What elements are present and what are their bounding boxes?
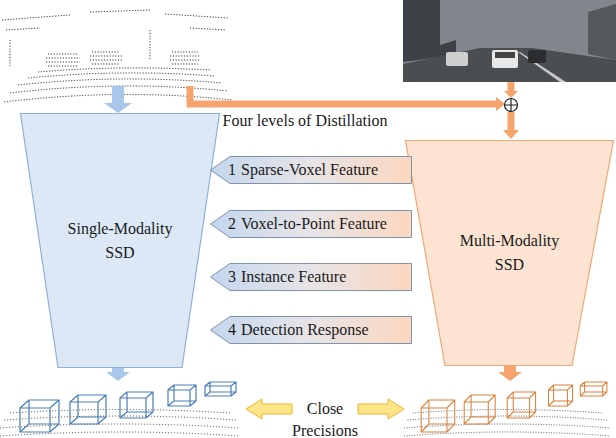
arrow-shape xyxy=(211,317,412,344)
scan-line xyxy=(28,73,215,78)
level-label: Instance Feature xyxy=(241,267,346,287)
level-label: Voxel-to-Point Feature xyxy=(241,214,387,234)
teacher-network: Multi-Modality SSD xyxy=(405,140,614,366)
level-label: Sparse-Voxel Feature xyxy=(241,160,378,180)
building xyxy=(588,4,616,60)
car xyxy=(446,52,468,66)
trapezoid xyxy=(406,141,614,366)
car xyxy=(492,50,518,68)
student-network: Single-Modality SSD xyxy=(20,113,220,368)
scan-line xyxy=(38,68,210,72)
comparison-note: Close Precisions xyxy=(285,398,365,438)
output-arrow xyxy=(498,366,522,381)
trapezoid-outline xyxy=(20,113,220,368)
camera-image xyxy=(403,0,616,82)
level-number: 4 xyxy=(228,320,236,340)
arrow-head xyxy=(503,130,519,139)
trapezoid xyxy=(21,114,220,368)
level-label: Detection Response xyxy=(241,320,369,340)
compare-arrow xyxy=(358,399,404,419)
camera-arrow xyxy=(508,82,515,92)
student-detections xyxy=(0,382,240,436)
teacher-detections-wrap xyxy=(404,382,610,436)
section-title: Four levels of Distillation xyxy=(200,110,410,132)
distillation-arrow: 1Sparse-Voxel Feature xyxy=(210,156,412,184)
teacher-detections xyxy=(404,382,610,436)
arrow-shape xyxy=(211,157,412,184)
fusion-symbol xyxy=(505,99,518,112)
sky xyxy=(403,0,616,82)
lidar-fusion-arrow xyxy=(190,86,497,104)
car-window xyxy=(495,52,515,58)
network-label: Multi-Modality SSD xyxy=(449,229,571,277)
distillation-arrow: 2Voxel-to-Point Feature xyxy=(210,210,412,238)
level-number: 1 xyxy=(228,160,236,180)
road xyxy=(403,48,616,82)
distillation-arrow: 4Detection Response xyxy=(210,316,412,344)
fusion-symbol xyxy=(505,99,518,112)
distillation-arrow: 3Instance Feature xyxy=(210,263,412,291)
car-points xyxy=(90,52,122,64)
arrow-head xyxy=(504,91,518,98)
arrow-head xyxy=(496,97,505,111)
car-points xyxy=(46,54,80,66)
fusion-arrow xyxy=(508,112,515,131)
car-points xyxy=(170,52,200,64)
car xyxy=(528,50,546,63)
arrow-shape xyxy=(211,211,412,238)
pole-points xyxy=(10,30,150,66)
compare-arrow xyxy=(246,399,292,419)
input-arrow xyxy=(104,86,132,113)
scan-line xyxy=(18,79,222,85)
trapezoid-outline xyxy=(405,140,614,366)
level-number: 2 xyxy=(228,214,236,234)
arrow-shape xyxy=(211,264,412,291)
background-points xyxy=(2,10,228,30)
level-number: 3 xyxy=(228,267,236,287)
output-arrow xyxy=(106,366,130,381)
network-label: Single-Modality SSD xyxy=(59,217,181,265)
